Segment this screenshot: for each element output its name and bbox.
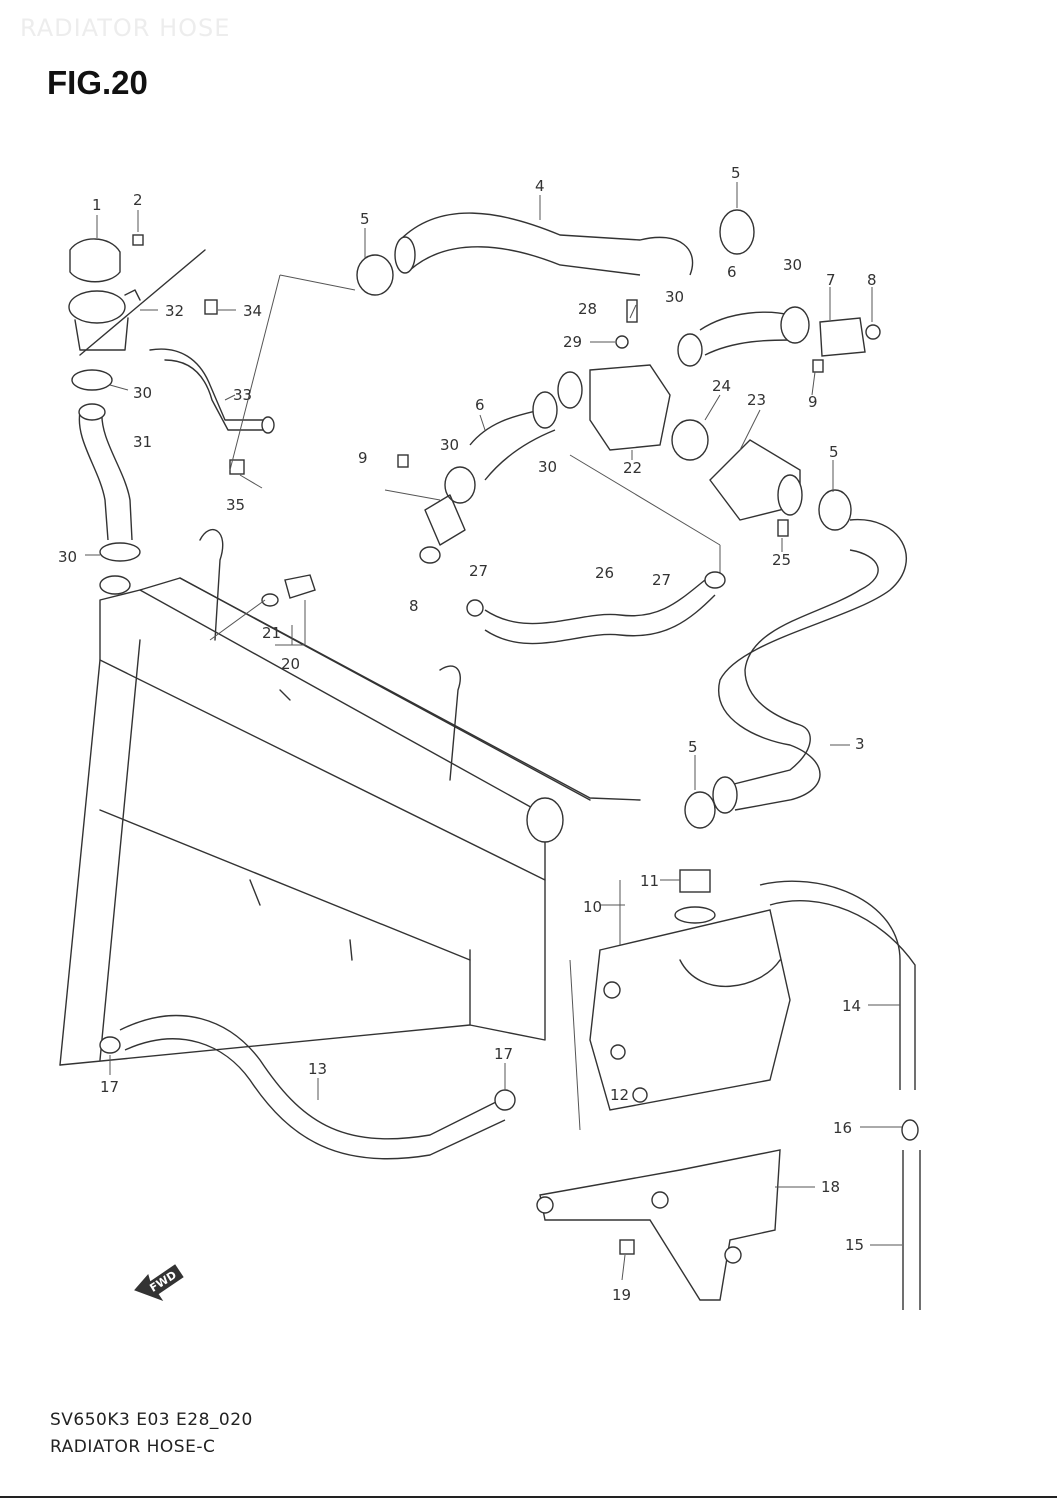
callout-30-housing: 30 bbox=[538, 458, 557, 476]
footer-diagram-name: RADIATOR HOSE-C bbox=[50, 1437, 216, 1457]
reservoir-assembly bbox=[536, 869, 921, 1310]
callout-18: 18 bbox=[821, 1178, 840, 1196]
callout-13: 13 bbox=[308, 1060, 327, 1078]
temp-sensor bbox=[209, 574, 316, 646]
callout-14: 14 bbox=[842, 997, 861, 1015]
callout-7: 7 bbox=[826, 271, 836, 289]
callout-9-middle: 9 bbox=[358, 449, 368, 467]
bypass-hose bbox=[466, 571, 726, 645]
callout-3: 3 bbox=[855, 735, 865, 753]
callout-30-filler: 30 bbox=[133, 384, 152, 402]
callout-28: 28 bbox=[578, 300, 597, 318]
callouts: 1 2 32 34 30 33 31 35 30 5 4 5 6 30 30 7… bbox=[58, 164, 877, 1304]
radiator bbox=[59, 528, 641, 1066]
callout-5-right: 5 bbox=[829, 443, 839, 461]
thermostat-housing bbox=[557, 299, 803, 575]
figure-title: FIG.20 bbox=[47, 64, 148, 101]
callout-26: 26 bbox=[595, 564, 614, 582]
callout-5-upper-left: 5 bbox=[360, 210, 370, 228]
callout-30-left: 30 bbox=[58, 548, 77, 566]
callout-8-right: 8 bbox=[867, 271, 877, 289]
callout-30-upper-right: 30 bbox=[783, 256, 802, 274]
callout-6-middle: 6 bbox=[475, 396, 485, 414]
callout-30-upper: 30 bbox=[665, 288, 684, 306]
watermark-text: RADIATOR HOSE bbox=[20, 14, 231, 42]
callout-25: 25 bbox=[772, 551, 791, 569]
overflow-hose bbox=[99, 1014, 516, 1160]
callout-35: 35 bbox=[226, 496, 245, 514]
callout-5-upper-right: 5 bbox=[731, 164, 741, 182]
fwd-arrow: FWD bbox=[134, 1264, 184, 1302]
callout-17-center: 17 bbox=[494, 1045, 513, 1063]
middle-hose bbox=[384, 391, 558, 564]
callout-10: 10 bbox=[583, 898, 602, 916]
callout-6-upper: 6 bbox=[727, 263, 737, 281]
callout-24: 24 bbox=[712, 377, 731, 395]
callout-12: 12 bbox=[610, 1086, 629, 1104]
callout-21: 21 bbox=[262, 624, 281, 642]
callout-11: 11 bbox=[640, 872, 659, 890]
callout-19: 19 bbox=[612, 1286, 631, 1304]
callout-32: 32 bbox=[165, 302, 184, 320]
callout-8-middle: 8 bbox=[409, 597, 419, 615]
callout-5-lower: 5 bbox=[688, 738, 698, 756]
callout-9-right: 9 bbox=[808, 393, 818, 411]
right-small-hoses bbox=[677, 306, 881, 373]
callout-20: 20 bbox=[281, 655, 300, 673]
callout-30-middle: 30 bbox=[440, 436, 459, 454]
callout-2: 2 bbox=[133, 191, 143, 209]
callout-17-left: 17 bbox=[100, 1078, 119, 1096]
callout-4: 4 bbox=[535, 177, 545, 195]
callout-34: 34 bbox=[243, 302, 262, 320]
filler-neck-assembly bbox=[68, 234, 356, 595]
callout-22: 22 bbox=[623, 459, 642, 477]
callout-27-left: 27 bbox=[469, 562, 488, 580]
callout-33: 33 bbox=[233, 386, 252, 404]
callout-29: 29 bbox=[563, 333, 582, 351]
footer-diagram-code: SV650K3 E03 E28_020 bbox=[50, 1410, 253, 1430]
callout-31: 31 bbox=[133, 433, 152, 451]
callout-23: 23 bbox=[747, 391, 766, 409]
callout-27-right: 27 bbox=[652, 571, 671, 589]
callout-15: 15 bbox=[845, 1236, 864, 1254]
lower-hose bbox=[684, 489, 907, 829]
callout-1: 1 bbox=[92, 196, 102, 214]
leader-lines bbox=[85, 182, 902, 1281]
callout-16: 16 bbox=[833, 1119, 852, 1137]
upper-hose bbox=[356, 209, 755, 296]
